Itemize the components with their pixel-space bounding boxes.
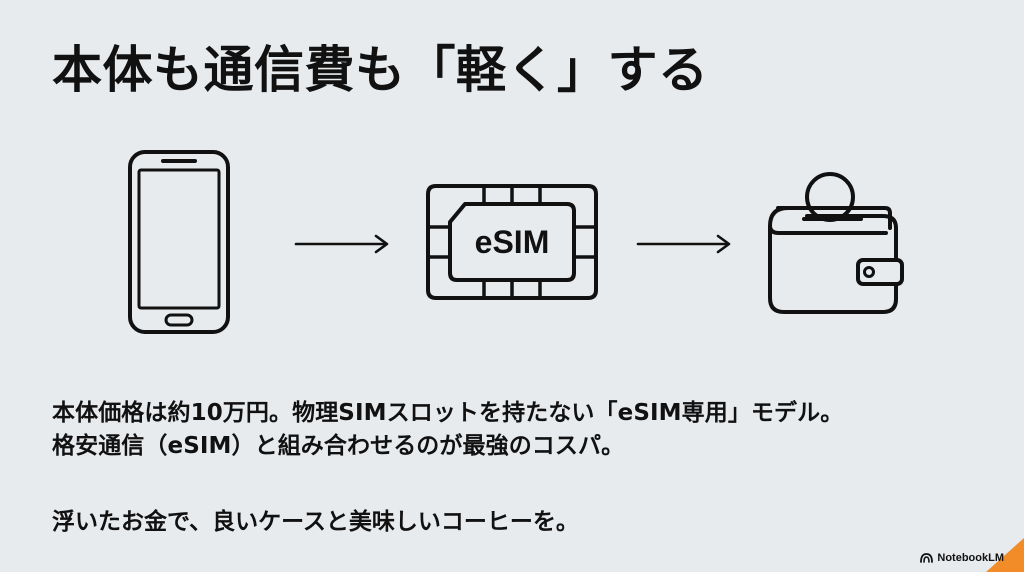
- tagline: 浮いたお金で、良いケースと美味しいコーヒーを。: [52, 509, 579, 535]
- notebooklm-watermark: NotebookLM: [920, 552, 1004, 564]
- description: 本体価格は約10万円。物理SIMスロットを持たない「eSIM専用」モデル。 格安…: [52, 397, 982, 463]
- arrow-right-icon: [636, 234, 731, 254]
- corner-accent: [986, 538, 1024, 572]
- description-line-1: 本体価格は約10万円。物理SIMスロットを持たない「eSIM専用」モデル。: [52, 400, 844, 426]
- smartphone-icon: [128, 150, 230, 334]
- arrow-right-icon: [294, 234, 389, 254]
- description-line-2: 格安通信（eSIM）と組み合わせるのが最強のコスパ。: [52, 433, 625, 459]
- sim-card-icon: eSIM: [426, 184, 598, 300]
- coin-icon: [805, 172, 855, 222]
- esim-label: eSIM: [475, 224, 550, 260]
- page-title: 本体も通信費も「軽く」する: [52, 41, 709, 99]
- notebooklm-logo-icon: [920, 553, 934, 563]
- wallet-icon: [768, 172, 904, 314]
- brand-name: NotebookLM: [937, 552, 1004, 564]
